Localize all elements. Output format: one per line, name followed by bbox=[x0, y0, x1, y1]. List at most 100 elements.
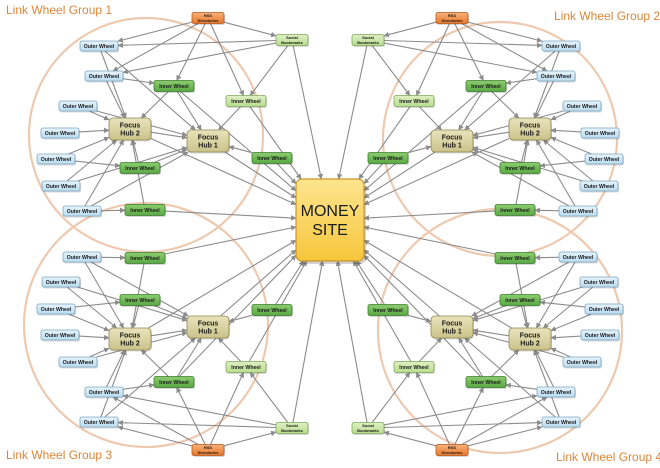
node-label: Bookmarks bbox=[357, 428, 380, 433]
link-arrow bbox=[117, 21, 193, 43]
node-label: Outer Wheel bbox=[541, 74, 572, 80]
link-arrow bbox=[150, 138, 297, 206]
node-label: Inner Wheel bbox=[471, 84, 501, 90]
node-label: Bookmarks bbox=[281, 40, 304, 45]
link-arrow bbox=[74, 160, 121, 169]
link-arrow bbox=[223, 430, 277, 447]
node-label: Focus bbox=[520, 122, 541, 129]
outer-wheel-node: Outer Wheel bbox=[580, 127, 620, 140]
node-label: RSS bbox=[448, 13, 457, 18]
link-arrow bbox=[458, 337, 484, 377]
node-label: Outer Wheel bbox=[584, 184, 615, 190]
node-label: Directories bbox=[198, 450, 220, 455]
link-arrow bbox=[122, 382, 155, 390]
link-arrow bbox=[228, 314, 253, 323]
inner-wheel-node: Inner Wheel bbox=[153, 376, 195, 389]
inner-wheel-node: Inner Wheel bbox=[367, 152, 409, 165]
outer-wheel-node: Outer Wheel bbox=[562, 100, 602, 113]
node-label: Hub 1 bbox=[442, 142, 462, 149]
link-arrow bbox=[117, 419, 277, 429]
node-label: RSS bbox=[448, 445, 457, 450]
link-arrow bbox=[336, 45, 368, 180]
wheel-circle-3 bbox=[22, 201, 270, 449]
outer-wheel-node: Outer Wheel bbox=[84, 386, 124, 399]
link-arrow bbox=[542, 286, 594, 329]
inner-wheel-node: Inner Wheel bbox=[225, 361, 267, 374]
link-arrow bbox=[164, 225, 297, 255]
node-label: Inner Wheel bbox=[399, 365, 429, 371]
link-arrow bbox=[383, 39, 543, 49]
link-arrow bbox=[292, 260, 325, 423]
link-arrow bbox=[363, 138, 510, 206]
link-arrow bbox=[358, 106, 411, 180]
outer-wheel-node: Outer Wheel bbox=[58, 356, 98, 369]
link-arrow bbox=[534, 349, 555, 388]
node-label: Outer Wheel bbox=[46, 184, 77, 190]
link-arrow bbox=[472, 131, 510, 140]
link-arrow bbox=[467, 21, 543, 43]
node-label: Social bbox=[362, 423, 374, 428]
inner-wheel-node: Inner Wheel bbox=[124, 252, 166, 265]
group-title-2: Link Wheel Group 2 bbox=[554, 9, 660, 23]
link-arrow bbox=[249, 106, 302, 180]
link-arrow bbox=[458, 91, 484, 131]
link-arrow bbox=[180, 91, 297, 192]
link-arrow bbox=[542, 139, 594, 182]
link-arrow bbox=[371, 372, 411, 423]
link-arrow bbox=[416, 23, 450, 97]
node-label: Inner Wheel bbox=[399, 99, 429, 105]
link-arrow bbox=[78, 127, 110, 134]
node-label: Social bbox=[286, 423, 298, 428]
link-arrow bbox=[68, 136, 110, 155]
outer-wheel-node: Outer Wheel bbox=[584, 153, 624, 166]
link-arrow bbox=[104, 50, 196, 131]
outer-wheel-node: Outer Wheel bbox=[62, 251, 102, 264]
node-label: Focus bbox=[198, 320, 219, 327]
link-arrow bbox=[363, 210, 496, 221]
node-label: Directories bbox=[198, 18, 220, 23]
node-label: Outer Wheel bbox=[63, 104, 94, 110]
node-label: Outer Wheel bbox=[84, 420, 115, 426]
outer-wheel-node: Outer Wheel bbox=[579, 180, 619, 193]
link-arrow bbox=[383, 419, 543, 429]
outer-wheel-node: Outer Wheel bbox=[541, 416, 581, 429]
node-label: Inner Wheel bbox=[231, 99, 261, 105]
node-label: Outer Wheel bbox=[45, 131, 76, 137]
outer-wheel-node: Outer Wheel bbox=[36, 303, 76, 316]
link-arrow bbox=[407, 314, 432, 323]
node-label: Directories bbox=[442, 18, 464, 23]
node-label: Inner Wheel bbox=[373, 156, 403, 162]
link-arrow bbox=[210, 371, 244, 445]
node-label: Focus bbox=[442, 320, 463, 327]
node-label: Inner Wheel bbox=[471, 380, 501, 386]
node-label: Inner Wheel bbox=[125, 298, 155, 304]
group-title-1: Link Wheel Group 1 bbox=[6, 3, 113, 17]
node-label: Social bbox=[362, 35, 374, 40]
link-arrow bbox=[122, 78, 155, 86]
link-arrow bbox=[371, 45, 411, 96]
link-arrow bbox=[153, 304, 188, 320]
inner-wheel-node: Inner Wheel bbox=[124, 204, 166, 217]
link-arrow bbox=[66, 139, 118, 182]
wheel-circle-1 bbox=[27, 16, 265, 254]
node-label: Outer Wheel bbox=[585, 333, 616, 339]
link-arrow bbox=[249, 372, 289, 423]
link-arrow bbox=[140, 91, 169, 119]
link-arrow bbox=[472, 304, 507, 320]
node-label: Bookmarks bbox=[357, 40, 380, 45]
link-arrow bbox=[505, 382, 538, 390]
link-arrow bbox=[383, 393, 538, 426]
link-arrow bbox=[148, 239, 297, 329]
outer-wheel-node: Outer Wheel bbox=[36, 153, 76, 166]
link-arrow bbox=[533, 50, 560, 119]
outer-wheel-node: Outer Wheel bbox=[58, 100, 98, 113]
link-arrow bbox=[418, 106, 442, 131]
node-label: Bookmarks bbox=[281, 428, 304, 433]
node-label: Hub 1 bbox=[198, 328, 218, 335]
link-arrow bbox=[383, 21, 437, 38]
